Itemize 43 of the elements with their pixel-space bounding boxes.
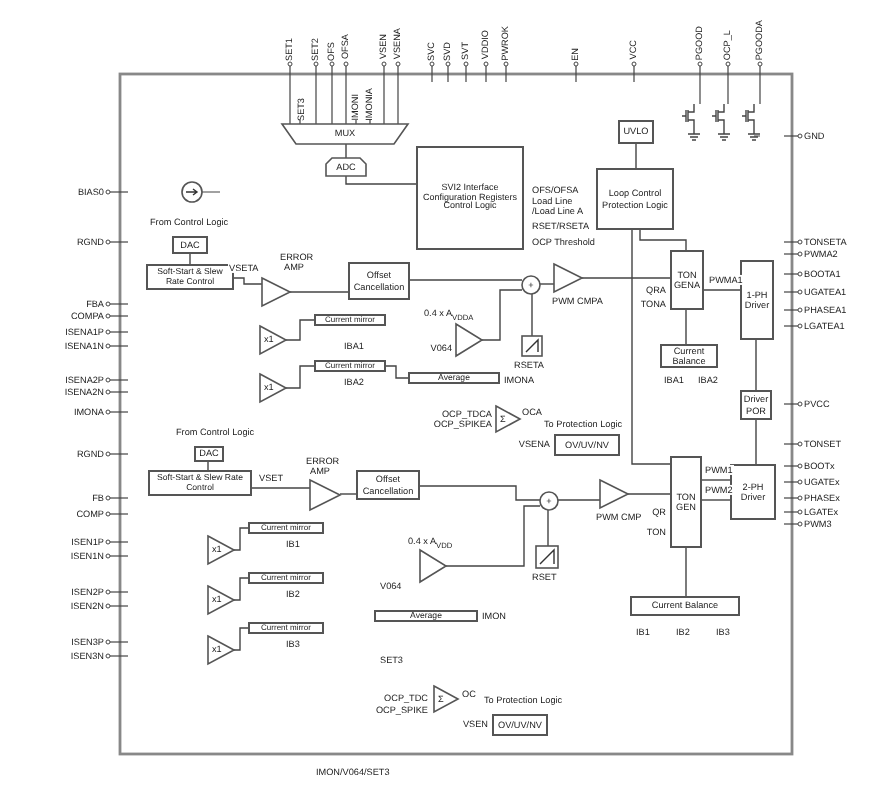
amplifier-symbol xyxy=(456,324,482,356)
connector-line xyxy=(285,365,315,389)
connector-line xyxy=(233,627,249,651)
connector-line xyxy=(703,289,741,291)
connector-line xyxy=(547,509,549,547)
connector-line xyxy=(531,293,533,337)
connector-line xyxy=(755,339,757,391)
connector-line xyxy=(539,283,555,285)
connector-line xyxy=(755,419,757,465)
connector-line xyxy=(339,493,357,495)
amplifier-symbol xyxy=(420,550,446,582)
ramp-generator-block xyxy=(536,546,558,568)
connector-line xyxy=(445,505,541,567)
connector-line xyxy=(639,229,687,251)
connector-line xyxy=(207,461,209,471)
amplifier-symbol xyxy=(554,264,582,292)
amplifier-symbol xyxy=(262,278,290,306)
connector-line xyxy=(233,277,263,285)
connector-line xyxy=(701,479,731,481)
current-source-symbol xyxy=(182,182,202,202)
connector-line xyxy=(251,487,311,489)
connector-line xyxy=(233,527,249,551)
connector-line xyxy=(685,547,687,597)
connector-line xyxy=(631,229,671,465)
connector-line xyxy=(345,143,347,159)
connector-line xyxy=(385,365,409,379)
connector-line xyxy=(701,499,731,501)
ramp-generator-block xyxy=(522,336,542,356)
connector-line xyxy=(285,319,315,341)
connector-line xyxy=(685,309,687,345)
connector-line xyxy=(289,291,349,293)
connector-line xyxy=(409,279,523,281)
connector-line xyxy=(557,499,601,501)
connector-line xyxy=(627,493,671,495)
connector-line xyxy=(419,485,541,501)
connector-line xyxy=(481,289,523,341)
amplifier-symbol xyxy=(600,480,628,508)
connector-line xyxy=(189,253,191,265)
connector-line xyxy=(345,175,417,185)
connector-line xyxy=(581,277,671,279)
connector-line xyxy=(635,143,637,169)
connector-line xyxy=(233,577,249,601)
amplifier-symbol xyxy=(310,480,340,510)
